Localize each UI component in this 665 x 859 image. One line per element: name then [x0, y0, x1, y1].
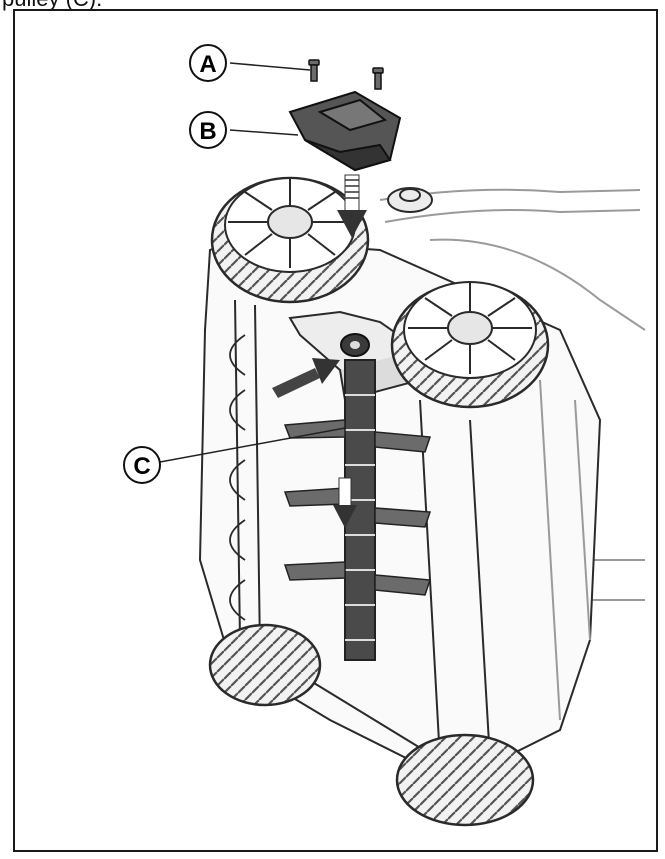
cover-part-b [288, 90, 402, 172]
tines [283, 419, 432, 596]
callout-c: C [123, 446, 161, 484]
callout-leaders [159, 62, 346, 463]
wheel-bottom-right [395, 733, 535, 827]
wheel-bottom-left [208, 623, 322, 707]
callout-a-label: A [199, 51, 216, 78]
callout-b-label: B [199, 118, 216, 145]
wheel-mid-right [390, 281, 550, 409]
callout-b: B [189, 111, 227, 149]
handle-knob [387, 187, 433, 213]
screws-part-a [308, 59, 384, 90]
arrow-down-shaft [333, 477, 357, 528]
wheel-top-left [210, 176, 370, 304]
arrow-down-cover [337, 174, 367, 238]
callout-c-label: C [133, 453, 150, 480]
top-caption-text: pulley (C). [2, 0, 102, 12]
arrow-to-pulley [272, 358, 340, 398]
deck-ribs [229, 334, 246, 621]
pulley [340, 333, 370, 357]
callout-a: A [189, 44, 227, 82]
